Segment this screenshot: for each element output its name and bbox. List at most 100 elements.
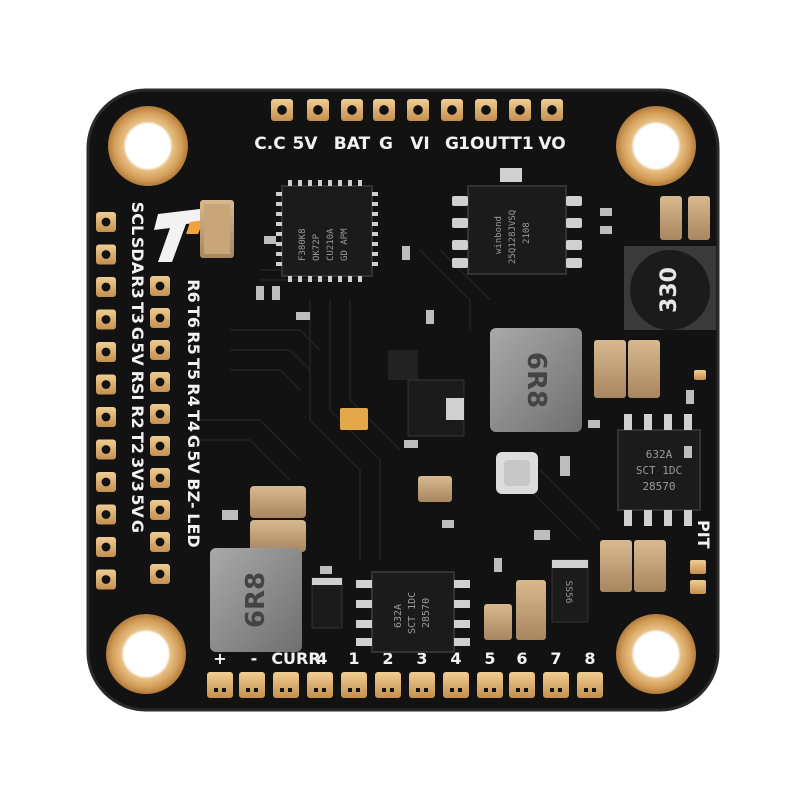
left-inner-pad xyxy=(150,276,170,296)
silkscreen-label: T1 xyxy=(510,134,533,154)
regulator-chip: 632A SCT 1DC 28570 xyxy=(617,414,701,526)
silkscreen-label: 5V xyxy=(184,450,203,474)
left-inner-pad xyxy=(150,340,170,360)
bottom-pad xyxy=(341,672,367,698)
silkscreen-label: LED xyxy=(184,513,203,547)
left-outer-pad xyxy=(96,342,116,362)
silkscreen-label: R5 xyxy=(184,331,203,354)
silkscreen-label: BAT xyxy=(334,134,371,154)
mcu-marking: CU210A xyxy=(326,228,336,261)
capacitor xyxy=(340,408,368,430)
transistor xyxy=(388,350,418,380)
regulator-marking: 632A xyxy=(393,604,404,628)
flash-marking: 2108 xyxy=(522,222,532,244)
pcb-traces xyxy=(200,249,601,560)
mcu-marking: OK72P xyxy=(312,233,322,261)
capacitor xyxy=(634,540,666,592)
mcu-marking: GD APM xyxy=(340,228,350,261)
capacitor xyxy=(688,196,710,240)
left-inner-pad xyxy=(150,372,170,392)
left-outer-pad xyxy=(96,407,116,427)
silkscreen-label: 1OUT xyxy=(458,134,510,154)
bottom-pad xyxy=(207,672,233,698)
right-pad xyxy=(690,560,706,574)
top-pad xyxy=(307,99,329,121)
right-pad xyxy=(690,580,706,594)
left-outer-pad xyxy=(96,244,116,265)
silkscreen-label: G xyxy=(128,327,147,340)
left-outer-pad xyxy=(96,472,116,492)
silkscreen-label: G xyxy=(128,520,147,533)
square-inductor: 6R8 xyxy=(210,548,302,652)
silkscreen-label: 3V3 xyxy=(128,457,147,492)
top-pad xyxy=(341,99,363,121)
right-pad xyxy=(694,370,706,380)
left-inner-pad xyxy=(150,500,170,520)
silkscreen-label: VI xyxy=(410,134,429,154)
bottom-pad xyxy=(477,672,503,698)
top-pad xyxy=(475,99,497,121)
regulator-marking: SCT 1DC xyxy=(636,464,682,477)
silkscreen-label: CURR xyxy=(271,649,320,668)
silkscreen-label: R2 xyxy=(128,405,147,428)
diode-marking: SS56 xyxy=(563,581,573,604)
flash-marking: 25Q128JVSQ xyxy=(508,210,518,264)
bottom-pad xyxy=(307,672,333,698)
bottom-pad xyxy=(443,672,469,698)
mounting-hole-br xyxy=(616,614,696,694)
flash-chip: winbond 25Q128JVSQ 2108 xyxy=(452,185,582,275)
silkscreen-label: SDA xyxy=(128,237,147,275)
capacitor xyxy=(418,476,452,502)
silkscreen-label: 1 xyxy=(348,649,359,668)
silkscreen-label: T3 xyxy=(128,302,147,324)
left-inner-pad xyxy=(150,532,170,552)
top-pad xyxy=(373,99,395,121)
capacitor xyxy=(628,340,660,398)
mounting-holes xyxy=(106,106,696,694)
diode: SS56 xyxy=(551,559,589,623)
regulator-marking: 28570 xyxy=(642,480,675,493)
regulator-marking: SCT 1DC xyxy=(407,592,418,634)
mcu-marking: F380K8 xyxy=(298,228,308,261)
left-inner-pad xyxy=(150,404,170,424)
silkscreen-label: 5V xyxy=(128,494,147,518)
capacitor xyxy=(516,580,546,640)
brand-logo xyxy=(154,208,208,262)
bottom-pad xyxy=(375,672,401,698)
left-outer-pad xyxy=(96,374,116,395)
mounting-hole-tl xyxy=(108,106,188,186)
regulator-chip: 632A SCT 1DC 28570 xyxy=(356,571,470,653)
silkscreen-label: G xyxy=(379,134,393,154)
top-pad xyxy=(509,99,531,121)
pcb-edge xyxy=(86,88,720,712)
silkscreen-label: G xyxy=(184,435,203,448)
top-pad xyxy=(271,99,293,121)
bottom-pad xyxy=(273,672,299,698)
bottom-pad-row xyxy=(207,672,603,698)
silkscreen-label: 5V xyxy=(293,134,319,154)
inductor-marking: 6R8 xyxy=(521,352,551,408)
bottom-pad xyxy=(577,672,603,698)
silkscreen-label: T4 xyxy=(184,410,203,432)
bottom-pad xyxy=(509,672,535,698)
capacitor xyxy=(484,604,512,640)
right-label: PIT xyxy=(694,520,713,549)
silkscreen-label: BZ- xyxy=(184,478,203,508)
bottom-pad xyxy=(543,672,569,698)
bottom-pad xyxy=(239,672,265,698)
round-inductor: 330 xyxy=(624,246,716,330)
mounting-hole-tr xyxy=(616,106,696,186)
silkscreen-label: G xyxy=(445,134,459,154)
inductor-marking: 6R8 xyxy=(241,572,271,628)
silkscreen-label: 8 xyxy=(584,649,595,668)
silkscreen-label: C.C xyxy=(254,134,285,154)
left-inner-pad-column xyxy=(150,276,170,584)
silkscreen-label: 4 xyxy=(450,649,461,668)
top-pad xyxy=(407,99,429,121)
silkscreen-label: T6 xyxy=(184,306,203,328)
silkscreen-label: R4 xyxy=(184,383,203,406)
